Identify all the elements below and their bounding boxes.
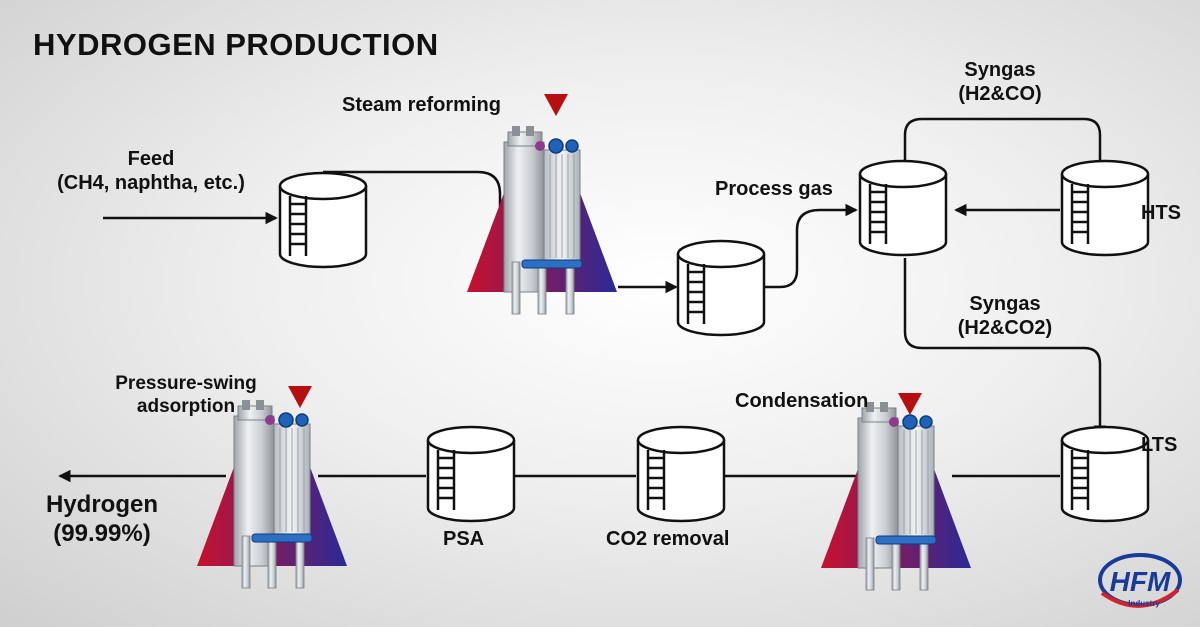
psa-tank [426, 425, 516, 523]
feed-tank [278, 171, 368, 269]
tank1-to-reformer-line [323, 170, 502, 250]
adsorption-marker-icon [288, 386, 312, 408]
hydrogen-line2: (99.99%) [53, 519, 151, 547]
lts-tank [1060, 425, 1150, 523]
tank2-to-process-gas-arrow [762, 203, 858, 289]
process-gas-tank [858, 159, 948, 257]
logo-text: HFM [1110, 566, 1171, 597]
pressure-swing-adsorption-label: Pressure-swing adsorption [96, 373, 276, 419]
process-gas-to-lts-arrow [903, 258, 1107, 438]
pressure-swing-line2: adsorption [136, 395, 236, 417]
steam-reforming-marker-icon [544, 94, 568, 116]
pressure-swing-adsorption-unit [196, 399, 348, 589]
psa-label: PSA [443, 528, 485, 550]
page-title: HYDROGEN PRODUCTION [33, 27, 439, 62]
co2-removal-tank [636, 425, 726, 523]
hfm-industry-logo: HFM Industry [1098, 553, 1182, 608]
hydrogen-output-label: Hydrogen (99.99%) [22, 491, 182, 549]
condensation-label: Condensation [735, 390, 869, 412]
syngas-lts-label: Syngas (H2&CO2) [935, 292, 1075, 340]
lts-label: LTS [1141, 434, 1178, 456]
syngas-hts-label: Syngas (H2&CO) [940, 58, 1060, 106]
tank-after-reforming [676, 239, 766, 337]
feed-label-line1: Feed [127, 148, 175, 170]
feed-label: Feed (CH4, naphtha, etc.) [33, 147, 269, 195]
steam-reforming-unit [466, 125, 618, 315]
logo-subtext: Industry [1128, 599, 1160, 608]
condensation-marker-icon [898, 393, 922, 415]
hts-label: HTS [1141, 202, 1181, 224]
feed-label-line2: (CH4, naphtha, etc.) [57, 172, 245, 194]
co2-removal-label: CO2 removal [606, 528, 730, 550]
pressure-swing-line1: Pressure-swing [115, 373, 257, 394]
syngas-hts-line1: Syngas [964, 59, 1036, 81]
process-gas-to-hts-arrow [903, 117, 1107, 176]
process-gas-label: Process gas [715, 178, 833, 200]
syngas-lts-line2: (H2&CO2) [957, 317, 1053, 339]
hydrogen-line1: Hydrogen [45, 491, 158, 518]
steam-reforming-label: Steam reforming [342, 94, 501, 116]
syngas-lts-line1: Syngas [969, 293, 1041, 315]
hts-tank [1060, 159, 1150, 257]
syngas-hts-line2: (H2&CO) [958, 83, 1042, 105]
condensation-unit [820, 401, 972, 591]
